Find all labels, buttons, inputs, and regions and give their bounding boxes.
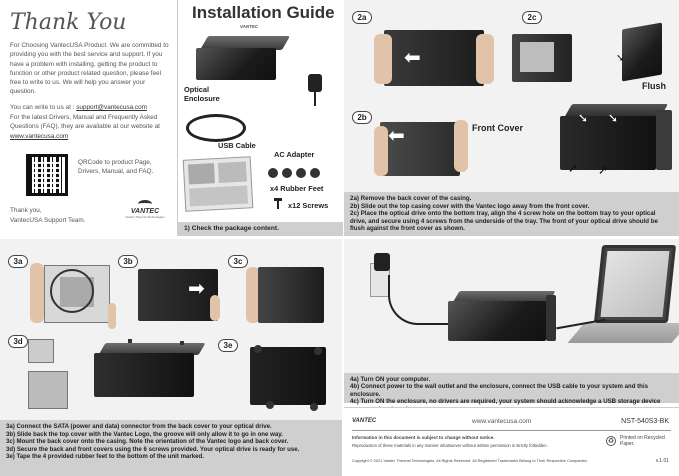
step3d-image (28, 339, 208, 409)
step4-instructions: 4a) Turn ON your computer. 4b) Connect p… (344, 373, 679, 413)
step-3c-text: 3c) Mount the back cover onto the casing… (6, 438, 289, 446)
notice-change: Information in this document is subject … (352, 435, 495, 440)
footer-logo: VANTEC (352, 418, 377, 424)
manual-image (182, 156, 254, 212)
usb-cable-image (186, 114, 246, 142)
left-arrow-icon: ⬅ (388, 125, 405, 147)
arrow-icon: ➚ (568, 161, 579, 175)
hand-image (454, 120, 468, 172)
step-2a-text: 2a) Remove the back cover of the casing. (350, 195, 472, 202)
screw-icon (274, 198, 282, 209)
model-number: NST-540S3-BK (621, 418, 669, 425)
feet-label: x4 Rubber Feet (270, 184, 324, 193)
thank-you-panel: Thank You For Choosing VantecUSA Product… (0, 0, 178, 236)
step2c-detail-image: ➘ (616, 20, 668, 82)
contact-line: You can write to us at : support@vantecu… (10, 103, 172, 112)
closing-team: VantecUSA Support Team. (10, 217, 86, 224)
step2-instructions: 2a) Remove the back cover of the casing.… (344, 192, 679, 236)
logo-tagline: Vantec Thermal Technologies (125, 215, 165, 219)
website-link[interactable]: www.vantecusa.com (10, 132, 69, 140)
logo-mark-icon (138, 200, 152, 208)
badge-2a: 2a (352, 11, 372, 24)
rubber-feet-image (268, 168, 334, 180)
step-3b-text: 3b) Slide back the top cover with the Va… (6, 430, 283, 438)
footer-website[interactable]: www.vantecusa.com (472, 418, 532, 425)
arrow-icon: ➘ (616, 53, 625, 64)
drivers-text: For the latest Drivers, Manual and Frequ… (10, 114, 160, 131)
enclosure-assembled-image: ➘ ➘ ➚ ➚ (554, 104, 674, 180)
write-prefix: You can write to us at : (10, 104, 75, 111)
connection-image (344, 239, 679, 373)
adapter-label: AC Adapter (274, 150, 315, 159)
closing-thanks: Thank you, (10, 207, 42, 214)
arrow-icon: ➘ (608, 111, 619, 125)
step3e-image (244, 339, 334, 415)
step3a-image (30, 259, 116, 331)
step-2b-text: 2b) Slide out the top casing cover with … (350, 202, 590, 210)
guide-logo: VANTEC (240, 24, 259, 29)
flush-label: Flush (642, 81, 666, 91)
badge-3d: 3d (8, 335, 28, 348)
step-4b-text: 4b) Connect power to the wall outlet and… (350, 383, 648, 398)
logo-text: VANTEC (130, 208, 160, 215)
step-4a-text: 4a) Turn ON your computer. (350, 376, 431, 383)
badge-2c: 2c (522, 11, 542, 24)
badge-3a: 3a (8, 255, 28, 268)
step-3a-text: 3a) Connect the SATA (power and data) co… (6, 423, 272, 430)
version: v.1.01 (655, 458, 669, 464)
right-arrow-icon: ➡ (188, 278, 205, 300)
step4-panel: 4a) Turn ON your computer. 4b) Connect p… (344, 239, 679, 476)
step-3d-text: 3d) Secure the back and front covers usi… (6, 445, 300, 453)
step-2c-text: 2c) Place the optical drive onto the bot… (350, 210, 658, 233)
qr-code[interactable] (26, 154, 68, 196)
front-cover-label: Front Cover (472, 123, 524, 133)
step2b-image: ⬅ (374, 118, 464, 180)
installation-guide-panel: Installation Guide VANTEC Optical Enclos… (178, 0, 343, 236)
recycle-icon: ♻ (606, 436, 616, 446)
badge-2b: 2b (352, 111, 372, 124)
step1-bar: 1) Check the package content. (178, 222, 343, 236)
badge-3b: 3b (118, 255, 138, 268)
adapter-image (306, 74, 324, 106)
guide-title: Installation Guide (192, 3, 335, 22)
notice-reproduction: Reproduction of these materials in any m… (352, 443, 548, 448)
step2c-image (512, 34, 572, 84)
website-paragraph: For the latest Drivers, Manual and Frequ… (10, 113, 172, 141)
vantec-logo: VANTEC Vantec Thermal Technologies (118, 200, 172, 219)
recycled-text: Printed on Recycled Paper. (620, 435, 665, 447)
thank-you-paragraph: For Choosing VantecUSA Product. We are c… (10, 42, 169, 96)
step-3e-text: 3e) Tape the 4 provided rubber feet to t… (6, 453, 204, 461)
badge-3c: 3c (228, 255, 248, 268)
left-arrow-icon: ⬅ (404, 47, 421, 69)
screws-label: x12 Screws (288, 201, 329, 210)
footer: VANTEC www.vantecusa.com NST-540S3-BK In… (344, 407, 679, 476)
cable-label: USB Cable (218, 141, 256, 150)
step3b-image: ➡ (138, 265, 220, 327)
screw-icon (180, 341, 184, 345)
step2a-image: ⬅ (374, 22, 494, 94)
screw-icon (128, 339, 132, 343)
qr-caption: QRCode to product Page, Drivers, Manual,… (78, 159, 154, 176)
footer-divider (352, 430, 671, 431)
step3-panel: 3a 3b 3c 3d 3e ➡ 3a) Connect the S (0, 239, 342, 476)
copyright: Copyright © 2021 Vantec Thermal Technolo… (352, 458, 588, 463)
arrow-icon: ➘ (578, 111, 589, 125)
step3c-image (246, 261, 328, 327)
badge-3e: 3e (218, 339, 238, 352)
support-email-link[interactable]: support@vantecusa.com (76, 104, 147, 111)
arrow-icon: ➚ (598, 163, 609, 177)
step2-panel: 2a 2c 2b ⬅ ➘ Flush ⬅ Front Cover ➘ ➘ ➚ ➚… (344, 0, 679, 236)
enclosure-image (196, 36, 291, 82)
enclosure-label: Optical Enclosure (184, 85, 220, 103)
step3-instructions: 3a) Connect the SATA (power and data) co… (0, 420, 342, 476)
thank-you-title: Thank You (10, 10, 127, 35)
